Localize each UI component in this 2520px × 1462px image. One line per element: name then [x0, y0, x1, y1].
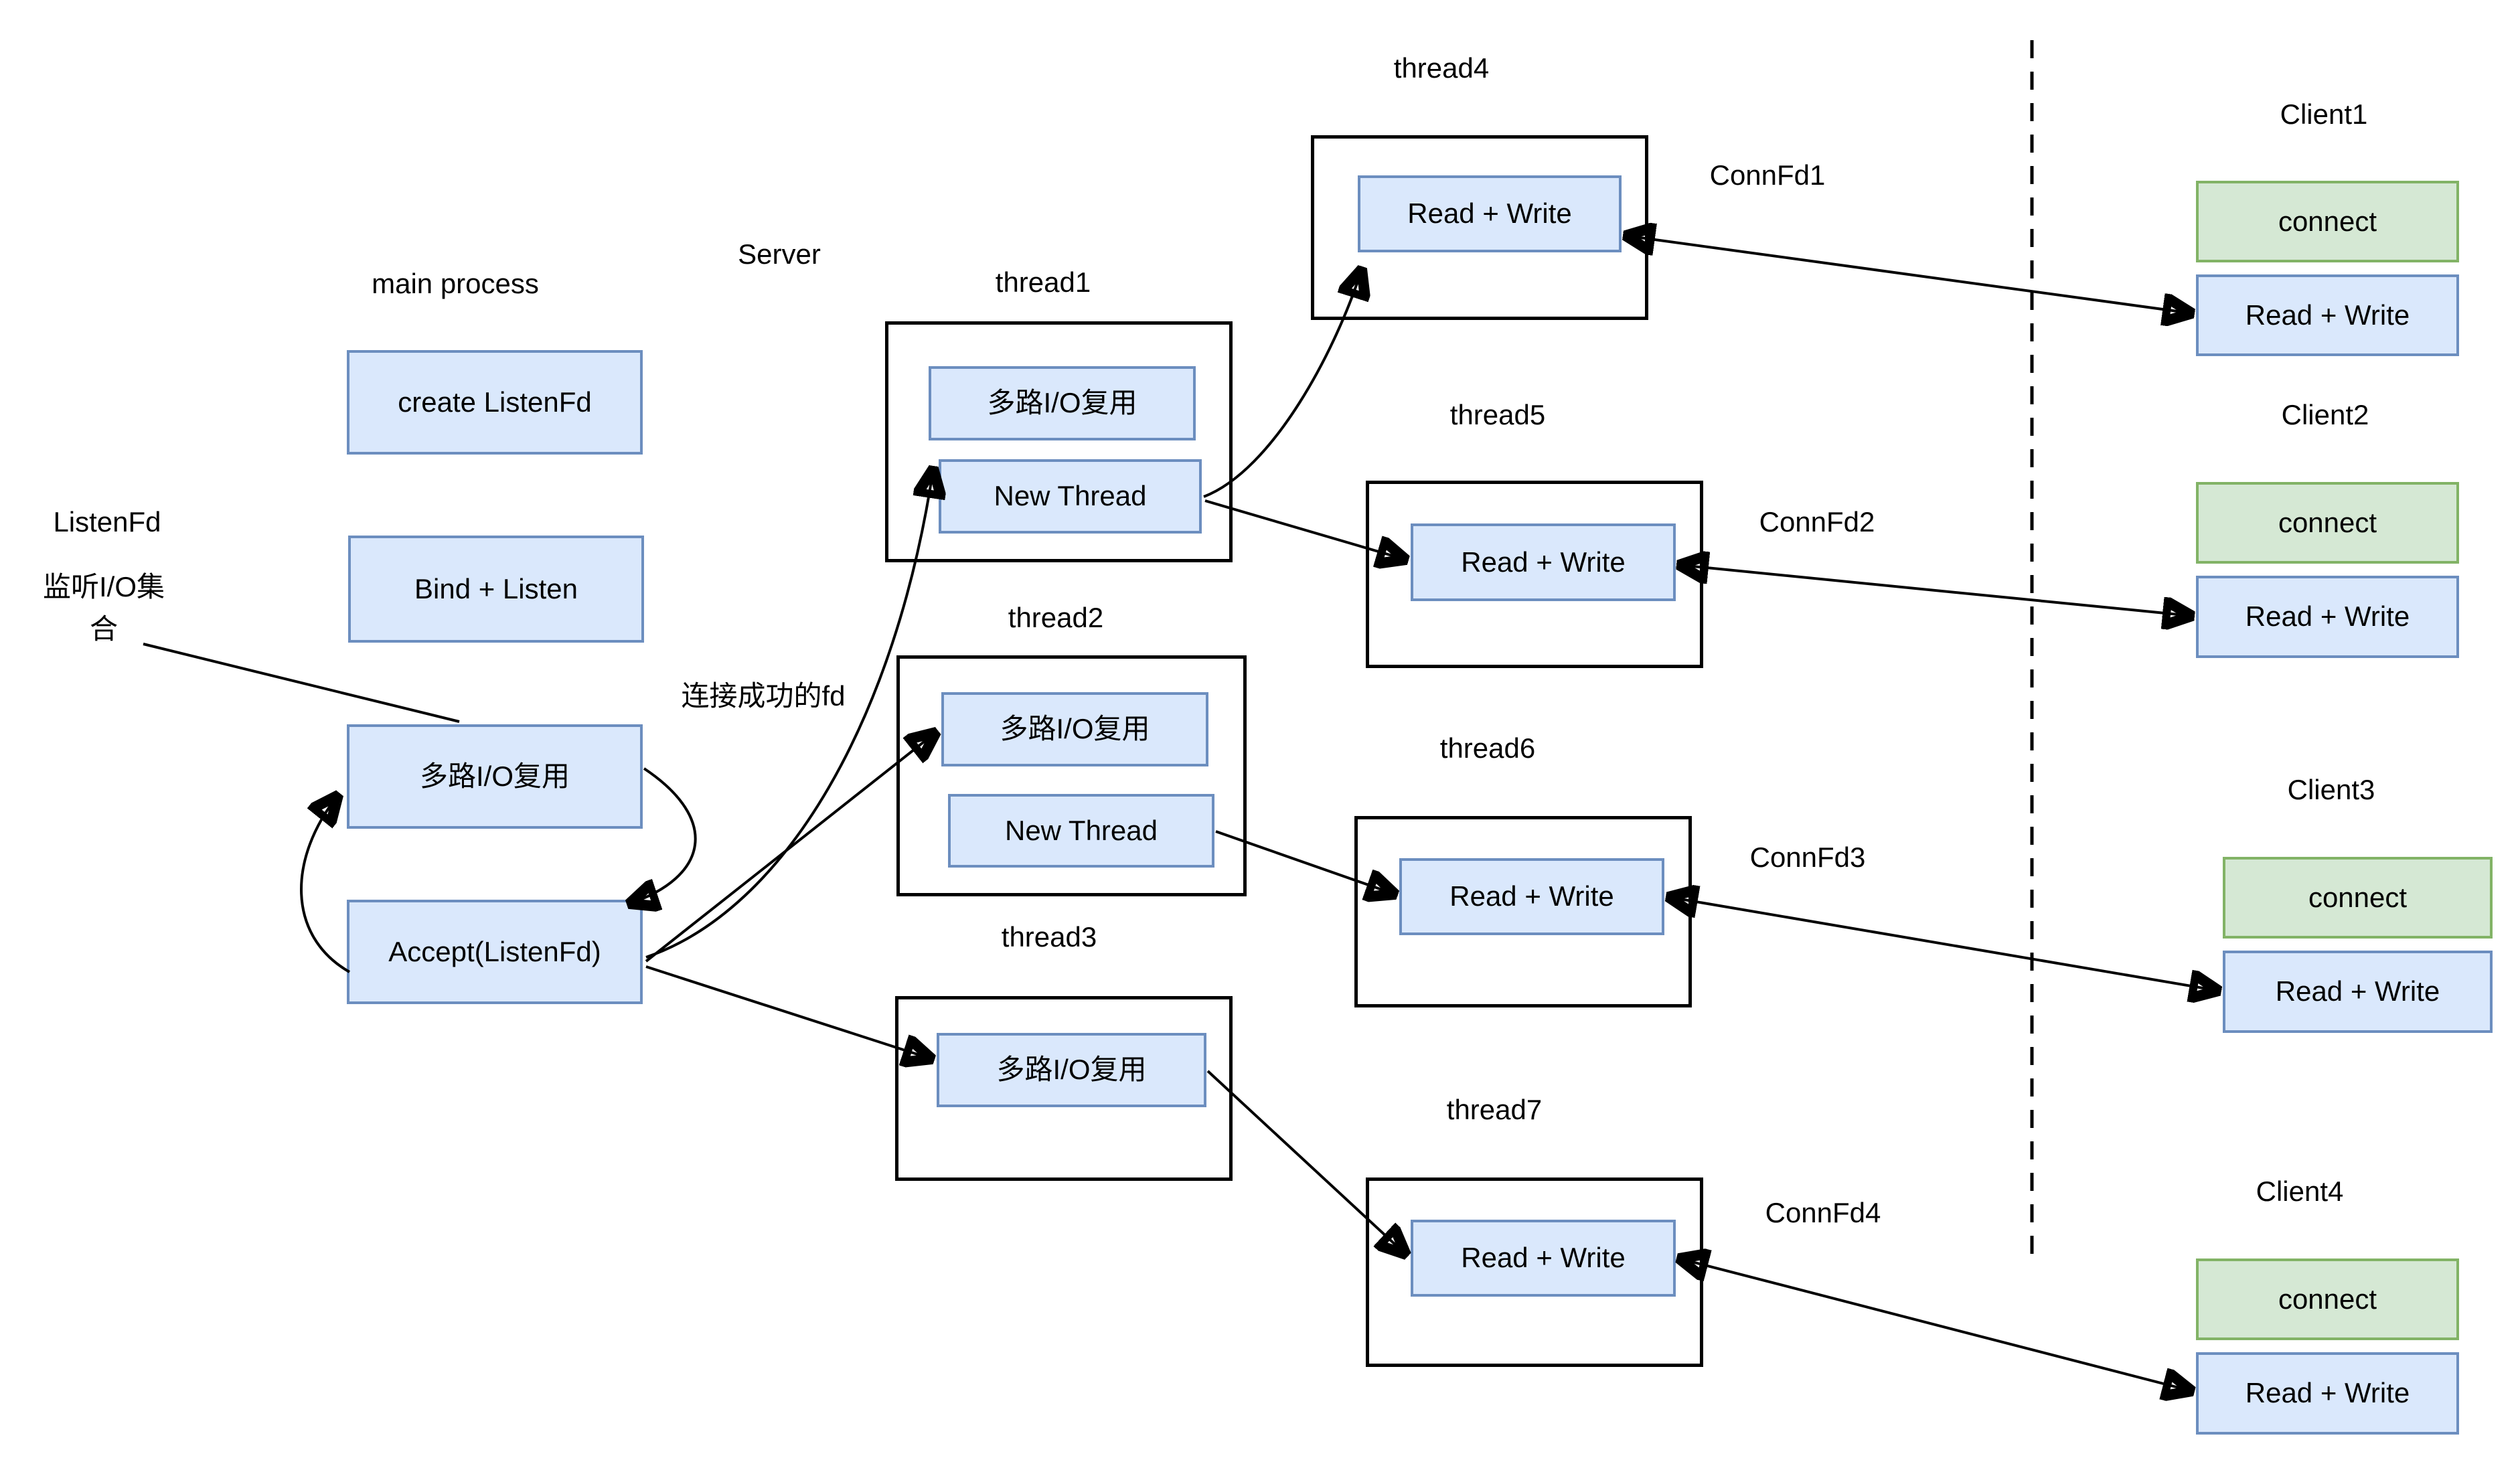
label-listen-io-set: 监听I/O集合	[42, 571, 165, 645]
client4-connect-box: connect	[2196, 1258, 2459, 1340]
label-connfd3: ConnFd3	[1749, 841, 1866, 873]
label-server: Server	[738, 238, 821, 270]
client1-read-write-box: Read + Write	[2196, 274, 2459, 356]
client2-connect-box: connect	[2196, 482, 2459, 564]
client4-read-write-box: Read + Write	[2196, 1352, 2459, 1435]
thread2-io-multiplex-box: 多路I/O复用	[941, 692, 1208, 766]
thread2-new-thread-box: New Thread	[948, 794, 1214, 868]
label-client2: Client2	[2281, 399, 2369, 430]
arrow-connfd4-thread7-client4	[1679, 1258, 2192, 1391]
thread6-read-write-box: Read + Write	[1399, 858, 1664, 935]
label-thread3: thread3	[1001, 921, 1097, 953]
box-accept-listenfd: Accept(ListenFd)	[347, 900, 643, 1004]
pointer-line-listenfd-note	[143, 643, 460, 723]
arrow-accept-to-thread3-io	[645, 965, 932, 1059]
thread3-io-multiplex-box: 多路I/O复用	[937, 1033, 1206, 1107]
label-listenfd: ListenFd	[53, 506, 161, 538]
arrow-connfd2-thread5-client2	[1679, 565, 2192, 616]
box-create-listenfd: create ListenFd	[347, 350, 643, 455]
label-client3: Client3	[2287, 774, 2375, 805]
box-io-multiplex-main: 多路I/O复用	[347, 724, 643, 829]
label-client4: Client4	[2256, 1175, 2344, 1207]
label-thread5: thread5	[1449, 399, 1546, 430]
arrow-connfd3-thread6-client3	[1668, 897, 2219, 991]
label-thread2: thread2	[1008, 602, 1104, 633]
thread1-io-multiplex-box: 多路I/O复用	[929, 366, 1196, 440]
client2-read-write-box: Read + Write	[2196, 576, 2459, 658]
label-connfd4: ConnFd4	[1765, 1197, 1881, 1228]
thread5-read-write-box: Read + Write	[1411, 523, 1676, 601]
thread7-read-write-box: Read + Write	[1411, 1220, 1676, 1297]
label-client1: Client1	[2280, 98, 2368, 130]
arrow-connfd1-thread4-client1	[1626, 236, 2192, 313]
arrow-accept-to-thread2-io	[645, 732, 936, 963]
thread1-new-thread-box: New Thread	[939, 459, 1202, 534]
label-connfd2: ConnFd2	[1759, 506, 1875, 538]
client3-read-write-box: Read + Write	[2223, 951, 2493, 1033]
client1-connect-box: connect	[2196, 181, 2459, 262]
label-connfd1: ConnFd1	[1709, 159, 1826, 191]
thread4-read-write-box: Read + Write	[1358, 175, 1622, 252]
label-connected-fd-note: 连接成功的fd	[681, 680, 846, 712]
client3-connect-box: connect	[2223, 857, 2493, 939]
arrow-accept-to-io-multiplex-loop	[300, 795, 350, 973]
label-thread1: thread1	[995, 266, 1091, 298]
label-thread4: thread4	[1393, 52, 1490, 84]
label-thread7: thread7	[1446, 1094, 1543, 1125]
label-main-process: main process	[372, 268, 539, 299]
label-thread6: thread6	[1439, 732, 1536, 764]
box-bind-listen: Bind + Listen	[348, 536, 644, 643]
